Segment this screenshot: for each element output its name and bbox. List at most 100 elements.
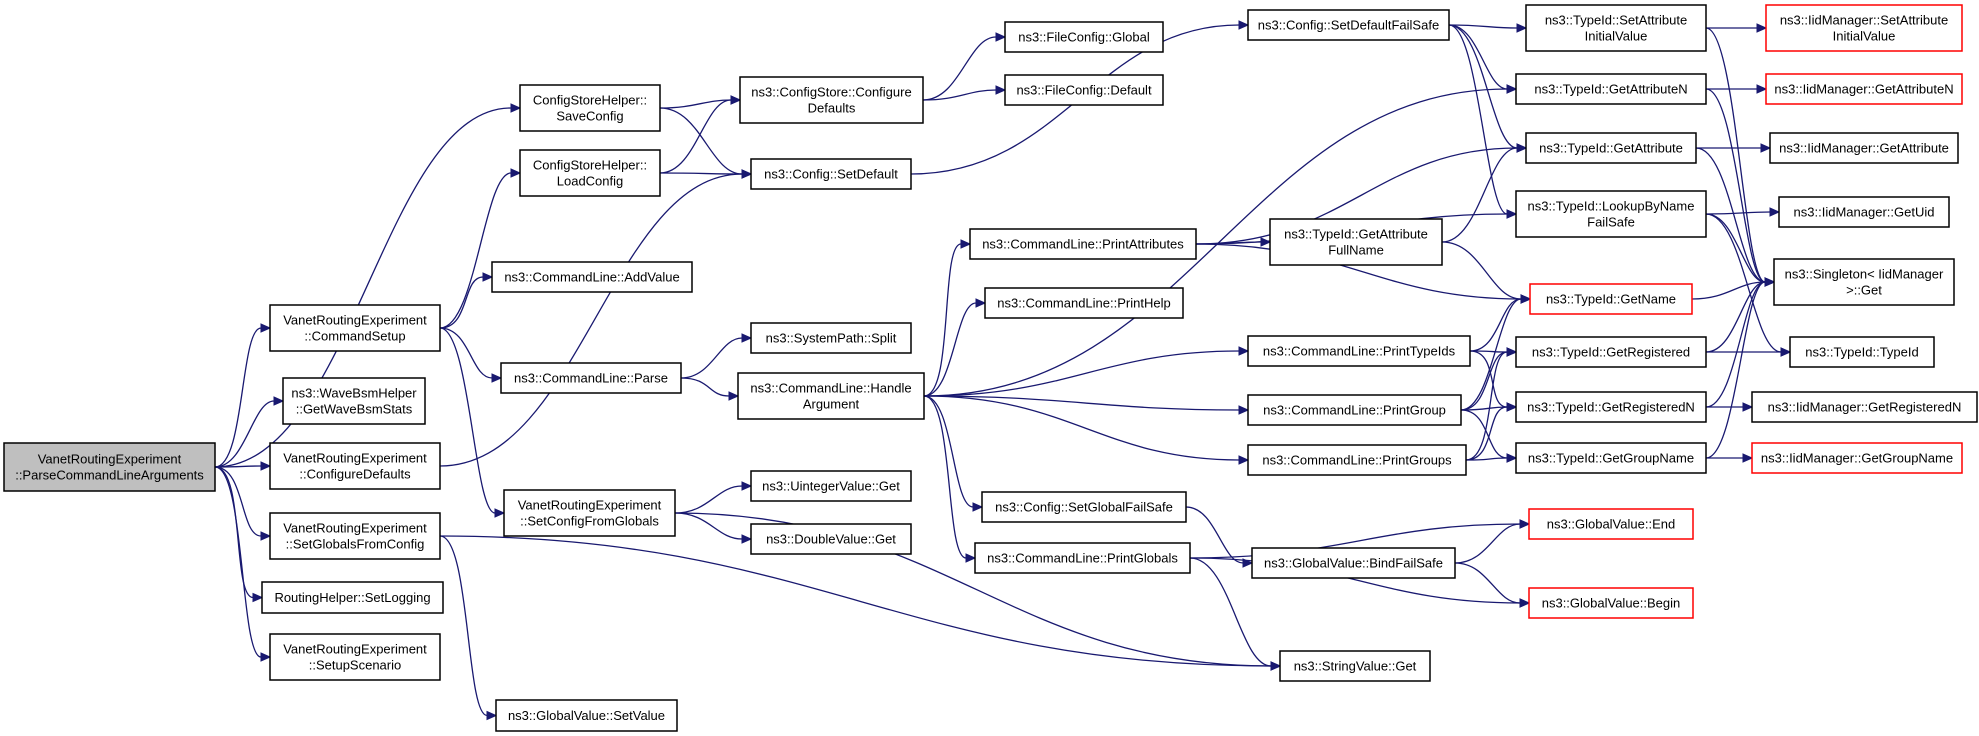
- node-box: [1528, 587, 1694, 619]
- node-confdefaults[interactable]: VanetRoutingExperiment::ConfigureDefault…: [269, 442, 441, 490]
- node-cs_configdefaults[interactable]: ns3::ConfigStore::ConfigureDefaults: [739, 76, 924, 124]
- node-config_setdefaultfs[interactable]: ns3::Config::SetDefaultFailSafe: [1247, 9, 1450, 41]
- node-typeid_getregistered[interactable]: ns3::TypeId::GetRegistered: [1515, 336, 1707, 368]
- arrowhead: [975, 298, 987, 308]
- edge-line: [1460, 351, 1508, 411]
- node-gv_setvalue[interactable]: ns3::GlobalValue::SetValue: [495, 699, 678, 732]
- edge-typeid_getattrfullname-to-typeid_getattr: [1441, 143, 1528, 243]
- node-typeid_typeid[interactable]: ns3::TypeId::TypeId: [1789, 336, 1935, 368]
- node-cl_addvalue[interactable]: ns3::CommandLine::AddValue: [491, 261, 693, 293]
- node-label: ns3::CommandLine::Parse: [514, 370, 668, 385]
- edge-line: [1189, 523, 1521, 559]
- edge-root-to-setupscen: [214, 466, 272, 662]
- edge-setconfigglobals-to-uint_get: [674, 481, 753, 514]
- node-typeid_getattr[interactable]: ns3::TypeId::GetAttribute: [1525, 132, 1697, 164]
- edge-line: [1460, 406, 1508, 411]
- node-config_setglobalfs[interactable]: ns3::Config::SetGlobalFailSafe: [981, 491, 1187, 523]
- edge-line: [1469, 350, 1508, 408]
- edge-line: [923, 395, 974, 508]
- node-typeid_getgroupname[interactable]: ns3::TypeId::GetGroupName: [1515, 442, 1707, 474]
- edge-cl_printglobals-to-string_get: [1189, 557, 1282, 671]
- node-box: [1515, 391, 1707, 423]
- node-config_setdefault[interactable]: ns3::Config::SetDefault: [750, 158, 912, 190]
- node-fc_default[interactable]: ns3::FileConfig::Default: [1004, 74, 1164, 106]
- node-setconfigglobals[interactable]: VanetRoutingExperiment::SetConfigFromGlo…: [503, 489, 676, 537]
- node-gv_begin[interactable]: ns3::GlobalValue::Begin: [1528, 587, 1694, 619]
- arrowhead: [1780, 347, 1792, 357]
- node-iid_getattr[interactable]: ns3::IidManager::GetAttribute: [1769, 132, 1959, 164]
- node-iid_getregisteredn[interactable]: ns3::IidManager::GetRegisteredN: [1751, 391, 1978, 423]
- node-box: [1765, 4, 1963, 52]
- node-typeid_getname[interactable]: ns3::TypeId::GetName: [1529, 283, 1693, 315]
- node-label: ns3::TypeId::GetAttributeN: [1534, 81, 1687, 96]
- node-label: ::SetupScenario: [309, 657, 402, 672]
- arrowhead: [1742, 402, 1754, 412]
- node-cl_printattrs[interactable]: ns3::CommandLine::PrintAttributes: [969, 228, 1197, 260]
- arrowhead: [741, 333, 753, 343]
- edge-line: [1695, 147, 1766, 283]
- node-csh_save[interactable]: ConfigStoreHelper::SaveConfig: [519, 84, 661, 132]
- edge-cmdsetup-to-setconfigglobals: [439, 327, 506, 518]
- node-iid_setattrinit[interactable]: ns3::IidManager::SetAttributeInitialValu…: [1765, 4, 1963, 52]
- arrowhead: [1769, 207, 1781, 217]
- edge-typeid_getattr-to-singleton_get: [1695, 147, 1776, 287]
- node-cl_printgroups[interactable]: ns3::CommandLine::PrintGroups: [1247, 444, 1467, 476]
- node-box: [750, 523, 912, 555]
- node-setupscen[interactable]: VanetRoutingExperiment::SetupScenario: [269, 633, 441, 681]
- node-gv_end[interactable]: ns3::GlobalValue::End: [1528, 508, 1694, 540]
- edge-typeid_getattrfullname-to-typeid_getname: [1441, 241, 1532, 304]
- edge-line: [1441, 241, 1522, 300]
- edge-line: [439, 327, 496, 514]
- edge-setglobals-to-gv_setvalue: [439, 535, 498, 721]
- node-iid_getgroupname[interactable]: ns3::IidManager::GetGroupName: [1751, 442, 1963, 474]
- node-typeid_getattrn[interactable]: ns3::TypeId::GetAttributeN: [1515, 73, 1707, 105]
- node-gv_bindfs[interactable]: ns3::GlobalValue::BindFailSafe: [1251, 547, 1456, 579]
- edge-line: [680, 377, 730, 397]
- node-label: ConfigStoreHelper::: [533, 92, 647, 107]
- node-setglobals[interactable]: VanetRoutingExperiment::SetGlobalsFromCo…: [269, 512, 441, 560]
- node-sp_split[interactable]: ns3::SystemPath::Split: [750, 322, 912, 354]
- node-iid_getuid[interactable]: ns3::IidManager::GetUid: [1778, 196, 1950, 228]
- arrowhead: [260, 531, 272, 541]
- node-wavebsm[interactable]: ns3::WaveBsmHelper::GetWaveBsmStats: [282, 377, 426, 425]
- node-string_get[interactable]: ns3::StringValue::Get: [1279, 650, 1431, 682]
- edge-cl_handle-to-cl_printattrs: [923, 239, 972, 397]
- arrowhead: [1519, 519, 1531, 529]
- node-cl_printglobals[interactable]: ns3::CommandLine::PrintGlobals: [974, 542, 1191, 574]
- node-singleton_get[interactable]: ns3::Singleton< IidManager>::Get: [1773, 258, 1955, 306]
- node-csh_load[interactable]: ConfigStoreHelper::LoadConfig: [519, 149, 661, 197]
- node-label: ns3::TypeId::GetGroupName: [1528, 450, 1694, 465]
- node-uint_get[interactable]: ns3::UintegerValue::Get: [750, 470, 912, 502]
- node-cl_printgroup[interactable]: ns3::CommandLine::PrintGroup: [1247, 394, 1462, 426]
- node-double_get[interactable]: ns3::DoubleValue::Get: [750, 523, 912, 555]
- edge-confdefaults-to-config_setdefault: [439, 169, 753, 467]
- node-routinglog[interactable]: RoutingHelper::SetLogging: [261, 581, 444, 614]
- arrowhead: [1506, 347, 1518, 357]
- node-label: FullName: [1328, 242, 1384, 257]
- arrowhead: [728, 391, 740, 401]
- node-cmdsetup[interactable]: VanetRoutingExperiment::CommandSetup: [269, 304, 441, 352]
- node-root[interactable]: VanetRoutingExperiment::ParseCommandLine…: [3, 442, 216, 492]
- arrowhead: [510, 168, 522, 178]
- node-box: [519, 149, 661, 197]
- edge-line: [674, 512, 743, 540]
- node-box: [737, 372, 925, 420]
- node-fc_global[interactable]: ns3::FileConfig::Global: [1004, 21, 1164, 53]
- edge-line: [923, 395, 1240, 461]
- node-typeid_getregisteredn[interactable]: ns3::TypeId::GetRegisteredN: [1515, 391, 1707, 423]
- node-iid_getattrn[interactable]: ns3::IidManager::GetAttributeN: [1765, 73, 1963, 105]
- edge-line: [439, 327, 493, 379]
- edge-line: [439, 535, 1272, 667]
- node-label: SaveConfig: [556, 108, 623, 123]
- node-cl_printhelp[interactable]: ns3::CommandLine::PrintHelp: [984, 287, 1184, 319]
- node-label: ns3::TypeId::SetAttribute: [1545, 12, 1687, 27]
- edge-line: [1469, 350, 1508, 353]
- node-label: VanetRoutingExperiment: [283, 520, 427, 535]
- node-cl_parse[interactable]: ns3::CommandLine::Parse: [500, 362, 682, 394]
- node-cl_printtypeids[interactable]: ns3::CommandLine::PrintTypeIds: [1247, 335, 1471, 367]
